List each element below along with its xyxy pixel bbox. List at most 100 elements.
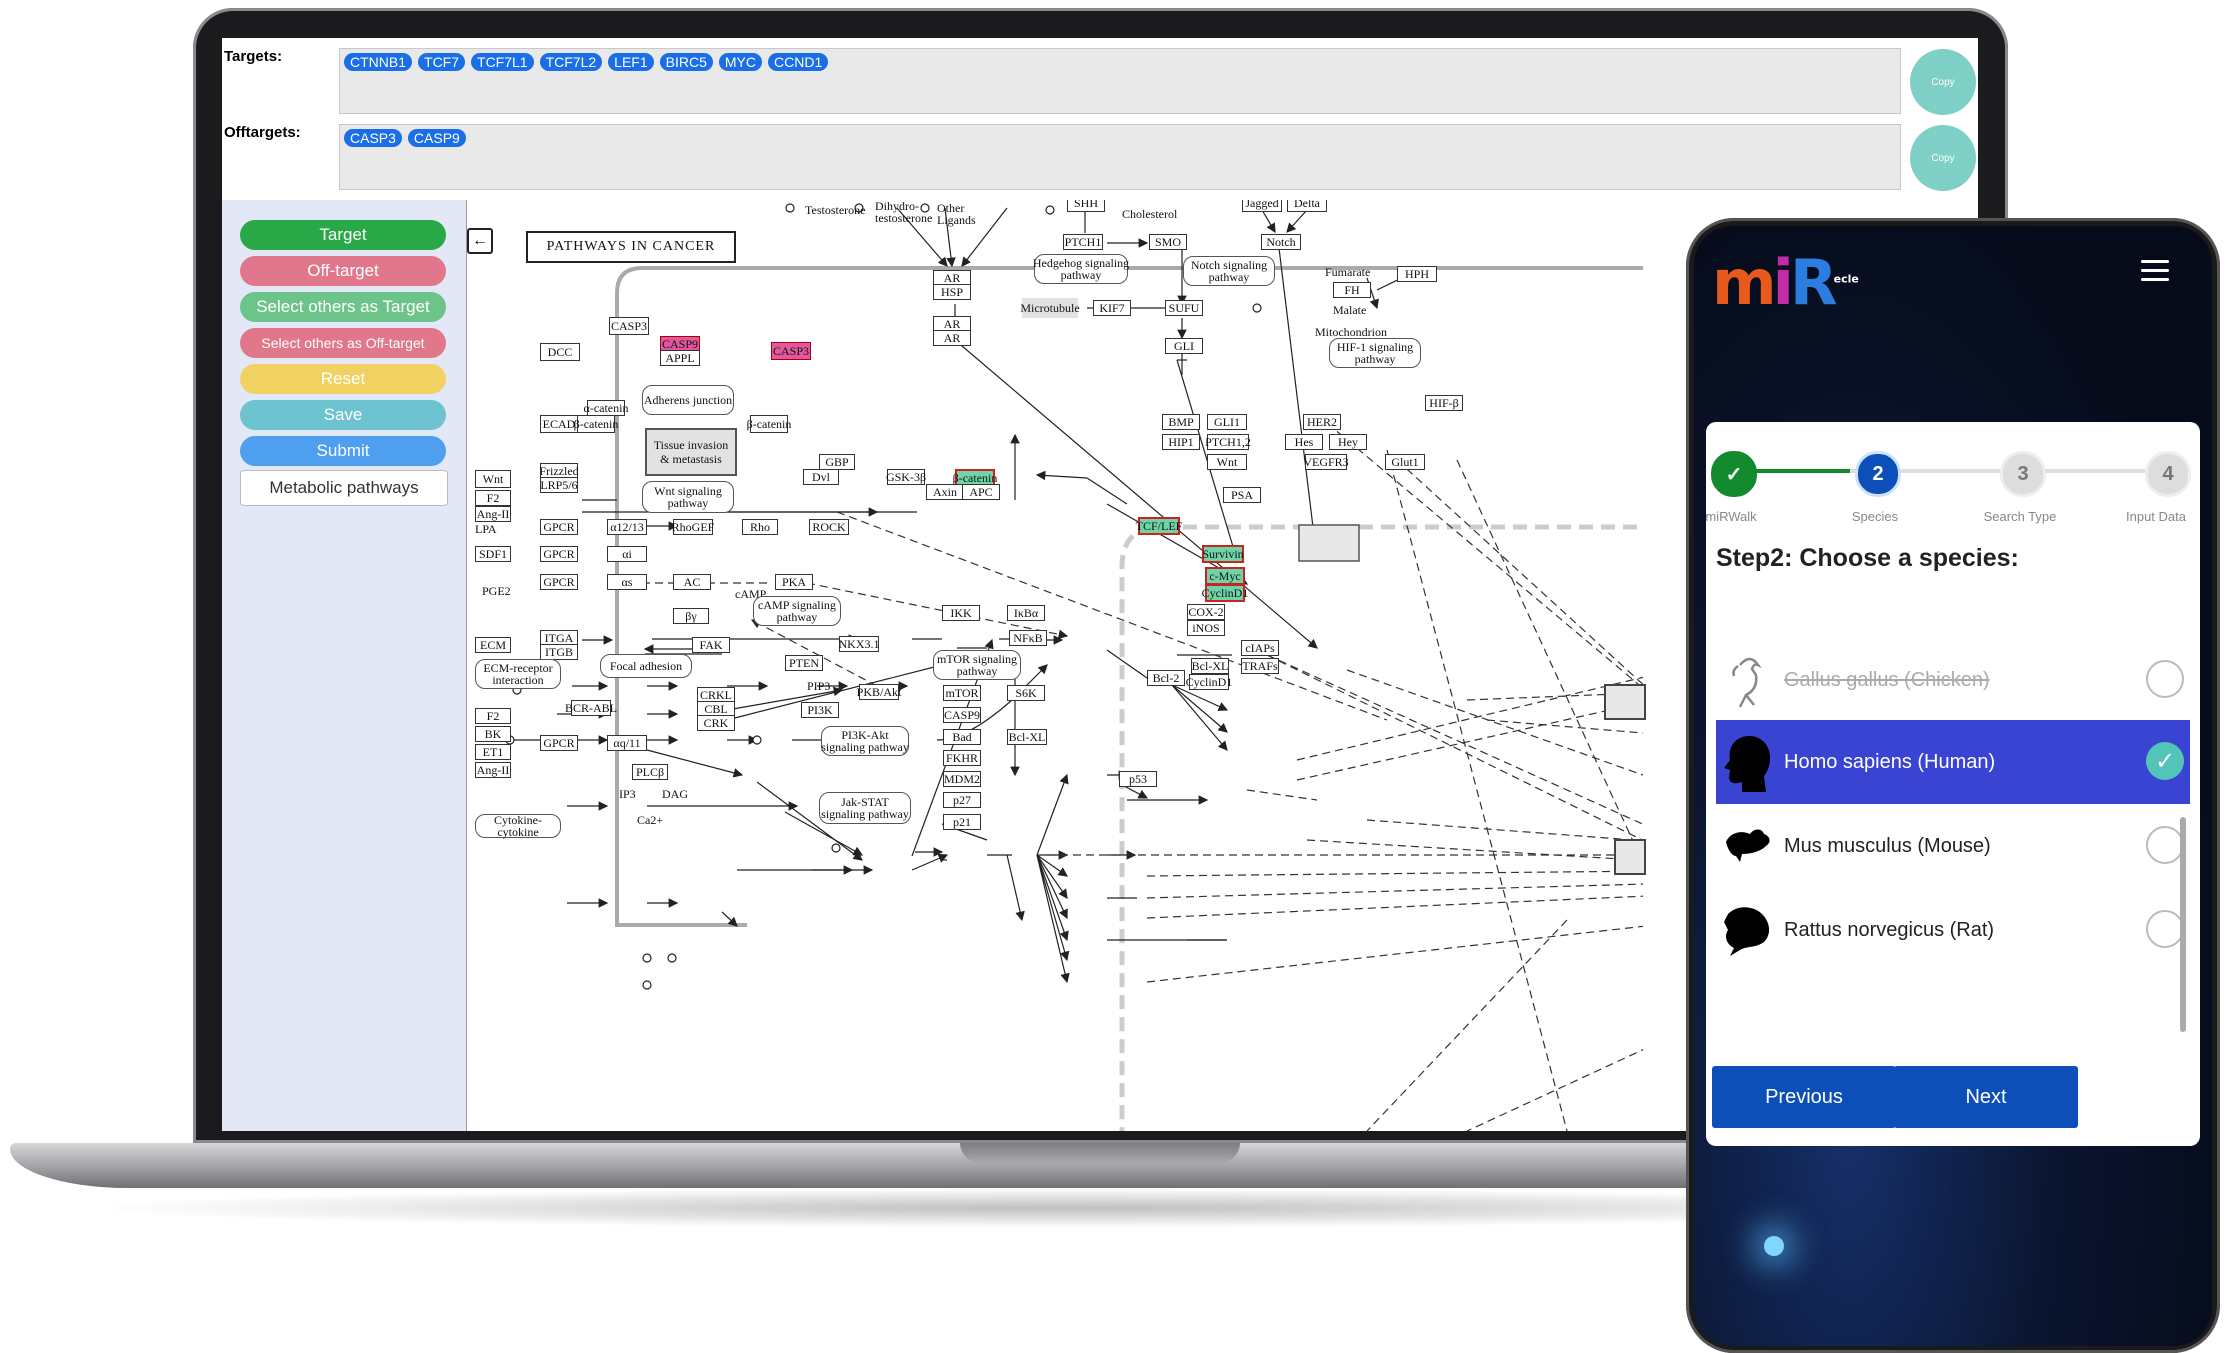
node-cbl[interactable]: CBL xyxy=(697,701,735,717)
node-glut1[interactable]: Glut1 xyxy=(1385,454,1425,470)
select-others-offtarget-button[interactable]: Select others as Off-target xyxy=(240,328,446,358)
node-itgb[interactable]: ITGB xyxy=(540,644,578,660)
target-chip[interactable]: MYC xyxy=(718,53,762,71)
label-adherens-junction[interactable]: Adherens junction xyxy=(642,385,734,415)
node-kif7[interactable]: KIF7 xyxy=(1093,300,1131,316)
node-frizzled[interactable]: Frizzled xyxy=(539,463,579,479)
node-pi3k[interactable]: PI3K xyxy=(801,702,839,718)
node-bcl2[interactable]: Bcl-2 xyxy=(1147,670,1185,686)
node-ac[interactable]: AC xyxy=(673,574,711,590)
node-nfkb[interactable]: NFκB xyxy=(1009,630,1047,646)
node-tissue-invasion[interactable]: Tissue invasion & metastasis xyxy=(645,428,737,476)
node-crk[interactable]: CRK xyxy=(697,715,735,731)
label-mtor-signaling[interactable]: mTOR signaling pathway xyxy=(933,650,1021,680)
target-button[interactable]: Target xyxy=(240,220,446,250)
node-rock[interactable]: ROCK xyxy=(809,519,849,535)
node-plcb[interactable]: PLCβ xyxy=(632,764,668,780)
submit-button[interactable]: Submit xyxy=(240,436,446,466)
node-apc[interactable]: APC xyxy=(962,484,1000,500)
target-chip[interactable]: TCF7L1 xyxy=(471,53,534,71)
node-bcl-xl[interactable]: Bcl-XL xyxy=(1007,729,1047,745)
node-rho[interactable]: Rho xyxy=(742,519,778,535)
hamburger-menu-icon[interactable] xyxy=(2141,260,2169,287)
node-pkb-akt[interactable]: PKB/Akt xyxy=(856,684,902,700)
node-survivin-target[interactable]: Survivin xyxy=(1202,545,1244,563)
node-bcr-abl[interactable]: BCR-ABL xyxy=(565,700,618,716)
target-chip[interactable]: BIRC5 xyxy=(659,53,713,71)
node-crkl[interactable]: CRKL xyxy=(697,687,735,703)
species-option-mouse[interactable]: Mus musculus (Mouse) xyxy=(1716,804,2190,888)
node-ciaps[interactable]: cIAPs xyxy=(1241,640,1279,656)
node-vegfr3[interactable]: VEGFR3 xyxy=(1303,454,1349,470)
node-appl[interactable]: APPL xyxy=(660,350,700,366)
node-ikk[interactable]: IKK xyxy=(942,605,980,621)
species-option-chicken[interactable]: Gallus gallus (Chicken) xyxy=(1716,638,2190,722)
radio-rat[interactable] xyxy=(2146,910,2184,948)
node-ai[interactable]: αi xyxy=(607,546,647,562)
step-4-indicator[interactable]: 4 xyxy=(2145,451,2191,497)
node-ecm[interactable]: ECM xyxy=(475,637,511,653)
label-ecm-receptor[interactable]: ECM-receptor interaction xyxy=(475,659,561,689)
node-psa[interactable]: PSA xyxy=(1223,487,1261,503)
node-shh[interactable]: SHH xyxy=(1067,200,1105,212)
node-smo[interactable]: SMO xyxy=(1149,234,1187,250)
select-others-target-button[interactable]: Select others as Target xyxy=(240,292,446,322)
step-1-check-icon[interactable]: ✓ xyxy=(1711,451,1757,497)
copy-offtargets-button[interactable]: Copy xyxy=(1910,125,1976,191)
target-chip[interactable]: TCF7L2 xyxy=(539,53,603,71)
node-ang-ii[interactable]: Ang-II xyxy=(475,506,511,522)
node-gpcr-4[interactable]: GPCR xyxy=(540,735,578,751)
node-hif-b[interactable]: HIF-β xyxy=(1425,395,1463,411)
node-et1[interactable]: ET1 xyxy=(475,744,511,760)
node-notch[interactable]: Notch xyxy=(1261,234,1301,250)
node-gli1[interactable]: GLI1 xyxy=(1207,414,1247,430)
target-chip[interactable]: TCF7 xyxy=(418,53,466,71)
label-hif1-signaling[interactable]: HIF-1 signaling pathway xyxy=(1329,338,1421,368)
step-2-indicator[interactable]: 2 xyxy=(1855,451,1901,497)
node-cyclind1-target[interactable]: CyclinD1 xyxy=(1201,584,1249,602)
node-itga[interactable]: ITGA xyxy=(540,630,578,646)
node-ang-ii-2[interactable]: Ang-II xyxy=(475,762,511,778)
label-hedgehog-signaling[interactable]: Hedgehog signaling pathway xyxy=(1032,254,1130,284)
target-chip[interactable]: LEF1 xyxy=(608,53,654,71)
node-delta[interactable]: Delta xyxy=(1287,200,1327,212)
species-list-scrollbar[interactable] xyxy=(2180,817,2186,1032)
node-hes[interactable]: Hes xyxy=(1285,434,1323,450)
node-tcf-lef-target[interactable]: TCF/LEF xyxy=(1135,517,1183,535)
offtargets-box[interactable]: CASP3 CASP9 xyxy=(339,124,1901,190)
node-p27[interactable]: p27 xyxy=(943,792,981,808)
node-s6k[interactable]: S6K xyxy=(1007,685,1045,701)
node-bcl-xl-2[interactable]: Bcl-XL xyxy=(1191,658,1229,674)
reset-button[interactable]: Reset xyxy=(240,364,446,394)
node-bmp[interactable]: BMP xyxy=(1162,414,1200,430)
node-mtor[interactable]: mTOR xyxy=(943,685,981,701)
label-camp-signaling[interactable]: cAMP signaling pathway xyxy=(753,596,841,626)
node-by[interactable]: βγ xyxy=(673,608,709,624)
node-sdf1[interactable]: SDF1 xyxy=(475,546,511,562)
next-button[interactable]: Next xyxy=(1894,1066,2078,1128)
node-pka[interactable]: PKA xyxy=(775,574,813,590)
target-chip[interactable]: CTNNB1 xyxy=(344,53,413,71)
offtarget-chip[interactable]: CASP9 xyxy=(407,129,466,147)
node-ptch12[interactable]: PTCH1,2 xyxy=(1205,434,1251,450)
node-f2-b[interactable]: F2 xyxy=(475,708,511,724)
offtarget-chip[interactable]: CASP3 xyxy=(344,129,402,147)
node-axin[interactable]: Axin xyxy=(926,484,964,500)
radio-human-checked-icon[interactable]: ✓ xyxy=(2146,742,2184,780)
node-casp9-b[interactable]: CASP9 xyxy=(943,707,981,723)
node-a1213[interactable]: α12/13 xyxy=(607,519,647,535)
node-sufu[interactable]: SUFU xyxy=(1165,300,1203,316)
node-c-myc-target[interactable]: c-Myc xyxy=(1205,567,1245,585)
save-button[interactable]: Save xyxy=(240,400,446,430)
radio-mouse[interactable] xyxy=(2146,826,2184,864)
node-dcc[interactable]: DCC xyxy=(540,343,580,361)
label-notch-signaling[interactable]: Notch signaling pathway xyxy=(1183,256,1275,286)
node-beta-catenin-2[interactable]: β-catenin xyxy=(746,415,792,433)
node-ecad[interactable]: ECAD xyxy=(540,415,578,433)
node-lrp56[interactable]: LRP5/6 xyxy=(540,477,578,493)
label-focal-adhesion[interactable]: Focal adhesion xyxy=(600,654,692,678)
node-ptch1[interactable]: PTCH1 xyxy=(1063,234,1103,250)
node-dvl[interactable]: Dvl xyxy=(803,469,839,485)
label-cytokine[interactable]: Cytokine-cytokine xyxy=(475,814,561,838)
